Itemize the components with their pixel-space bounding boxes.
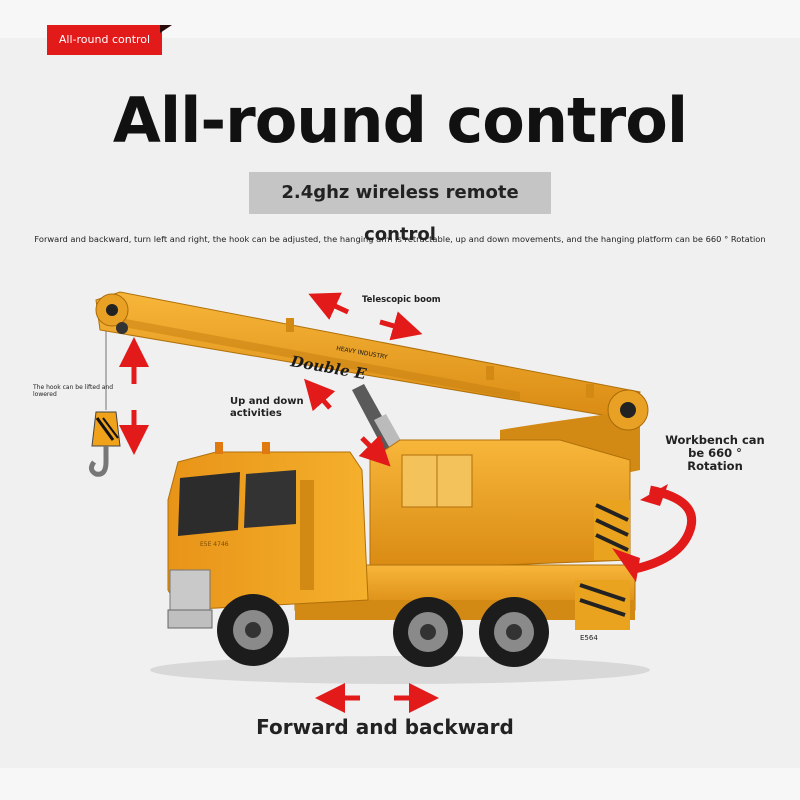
section-tag-fold: [160, 25, 172, 33]
callout-up-down: Up and down activities: [230, 396, 304, 419]
front-wheel: [217, 594, 289, 666]
crane-hook-icon: [88, 411, 121, 477]
rear-wheel-2: [479, 597, 549, 667]
updown-arrows: [304, 378, 391, 467]
callout-telescopic-boom: Telescopic boom: [362, 295, 441, 305]
bottom-band: [0, 768, 800, 800]
bumper: [167, 609, 213, 629]
door-code: E5E 4746: [200, 541, 229, 548]
callout-forward-backward: Forward and backward: [256, 715, 514, 739]
subtitle-badge: 2.4ghz wireless remote control: [249, 172, 551, 245]
section-tag: All-round control: [47, 25, 162, 55]
side-window: [244, 470, 296, 528]
windshield: [178, 472, 240, 536]
callout-hook: The hook can be lifted and lowered: [33, 384, 114, 399]
ground-shadow: [150, 656, 650, 684]
truck-cab: E5E 4746: [167, 442, 369, 629]
boom-arrows: [308, 292, 423, 341]
callout-workbench: Workbench can be 660 ° Rotation: [665, 433, 765, 474]
feature-description: Forward and backward, turn left and righ…: [34, 234, 766, 244]
rear-wheel-1: [393, 597, 463, 667]
rear-code: E564: [580, 634, 598, 642]
rotation-arrow-icon: [612, 484, 696, 582]
headline: All-round control: [112, 84, 688, 157]
grille: [169, 569, 211, 616]
rotating-workbench: [369, 389, 649, 571]
